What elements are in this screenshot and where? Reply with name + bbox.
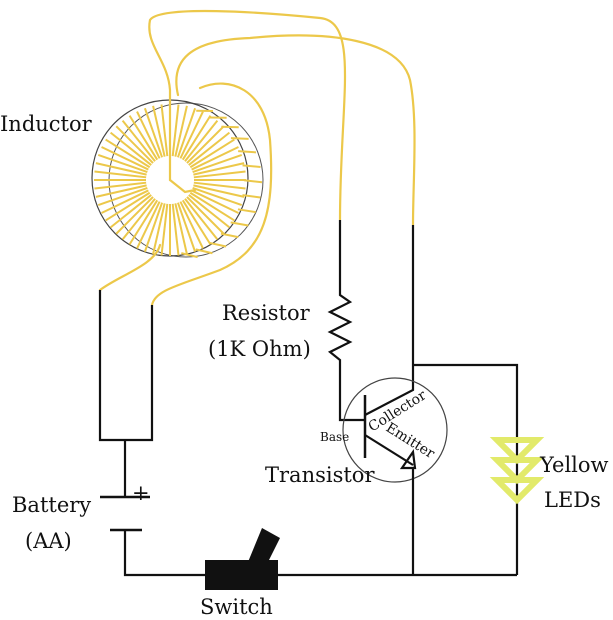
label-battery-type: (AA) [25,529,72,553]
winding-line [191,146,239,171]
winding-line [171,104,180,157]
winding-line [109,194,152,229]
winding-line [105,191,151,222]
winding-line [176,202,197,253]
winding-line [115,125,154,164]
winding-line [121,198,156,241]
winding-line [174,105,188,157]
winding-side-line [181,252,198,259]
winding-line [181,199,212,245]
wire-battery-switch [123,530,205,577]
coil-wire-top-left [148,9,347,222]
winding-line [115,196,154,235]
winding-line [152,203,166,255]
inductor-windings [94,104,263,259]
transistor-symbol [342,377,448,575]
coil-wire-bottom [98,243,162,292]
inductor [91,9,416,307]
winding-line [105,138,151,169]
winding-line [97,153,148,174]
coil-wire-side [150,82,273,307]
winding-line [143,202,164,253]
winding-line [176,107,197,158]
winding-line [192,153,243,174]
winding-side-line [221,125,239,129]
label-transistor: Transistor [265,463,375,487]
winding-line [160,104,169,157]
winding-line [109,131,152,166]
label-leds-line1: Yellow [539,453,609,477]
winding-line [193,170,246,179]
winding-line [193,184,245,198]
winding-line [189,138,235,169]
winding-line [189,191,235,222]
winding-line [188,194,231,229]
winding-line [97,186,148,207]
winding-line [179,111,204,159]
winding-line [188,131,231,166]
winding-side-line [237,208,256,214]
label-battery-plus: + [132,481,150,505]
led-symbols [489,437,545,505]
winding-line [94,181,147,190]
winding-line [121,119,156,162]
winding-line [186,125,225,164]
winding-line [143,107,164,158]
label-switch: Switch [200,595,273,619]
resistor-symbol [327,220,365,422]
winding-line [128,115,159,161]
winding-side-line [195,248,213,255]
label-resistor-value: (1K Ohm) [208,337,311,361]
label-base: Base [320,430,349,444]
label-battery: Battery [12,493,91,517]
winding-side-line [242,194,261,199]
winding-side-line [230,221,249,227]
winding-line [95,184,147,198]
winding-side-line [220,232,239,239]
winding-side-line [208,241,227,248]
winding-side-line [242,164,261,169]
label-leds-line2: LEDs [544,488,601,512]
label-inductor: Inductor [0,112,93,136]
label-resistor: Resistor [222,301,311,325]
switch-symbol [205,528,280,590]
winding-line [94,170,147,179]
wire-led-branch [413,363,519,575]
coil-wire-top-right [175,34,416,227]
winding-side-line [243,179,263,184]
winding-line [192,186,243,207]
winding-side-line [230,137,249,140]
winding-line [101,189,149,214]
winding-line [101,146,149,171]
winding-line [179,201,204,249]
winding-line [136,111,161,159]
winding-line [186,196,225,235]
winding-line [184,119,219,162]
winding-line [193,181,246,190]
wire-inductor-battery [98,290,154,442]
winding-line [128,199,159,245]
inductor-inner-wire [168,178,197,194]
winding-line [193,162,245,176]
wire-collector [364,225,415,416]
winding-line [152,105,166,157]
winding-line [136,201,161,249]
winding-line [160,203,169,256]
winding-line [191,189,239,214]
winding-side-line [238,150,257,154]
winding-line [174,203,188,255]
winding-line [95,162,147,176]
winding-line [184,198,219,241]
winding-line [171,203,180,256]
winding-line [181,115,212,161]
